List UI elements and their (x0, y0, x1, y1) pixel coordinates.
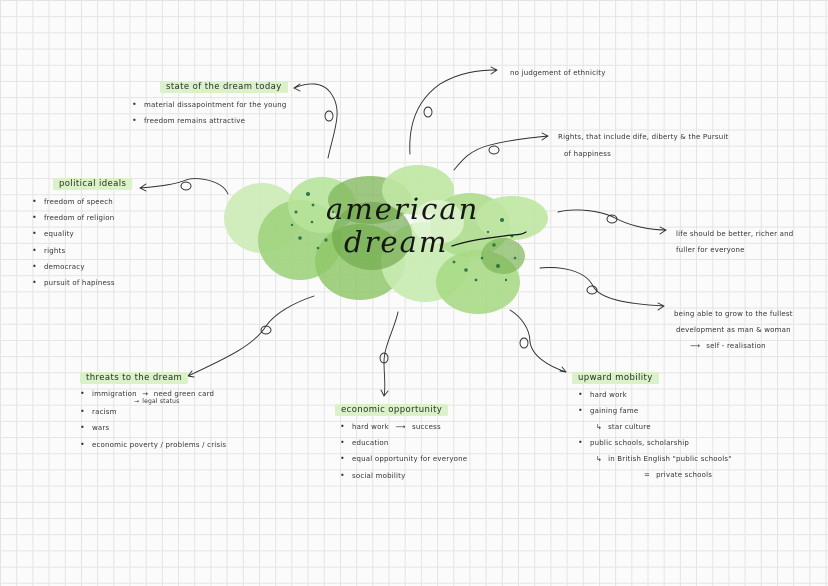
right-arrow-icon: → (142, 390, 149, 398)
grow-note-line1: being able to grow to the fullest (674, 310, 793, 318)
upward-mobility-list-2: public schools, scholarship (576, 435, 689, 451)
list-item: immigration → need green card (78, 388, 226, 404)
economic-opportunity-heading: economic opportunity (335, 404, 449, 416)
threats-heading: threats to the dream (80, 372, 189, 384)
upward-sub-british-text: in British English "public schools" (608, 455, 732, 463)
right-arrow-icon: → (134, 398, 140, 405)
upward-sub-star-culture-text: star culture (608, 423, 651, 431)
list-item: democracy (30, 259, 115, 275)
economic-success: success (412, 423, 441, 431)
economic-opportunity-list: hard work ⟶ success education equal oppo… (338, 419, 467, 484)
upward-mobility-heading: upward mobility (572, 372, 659, 384)
upward-mobility-list: hard work gaining fame (576, 387, 638, 420)
connector-arrows (139, 66, 667, 397)
threat-green-card: need green card (153, 390, 215, 398)
threat-immigration: immigration (92, 390, 137, 398)
political-ideals-heading: political ideals (53, 178, 133, 190)
list-item: rights (30, 243, 115, 259)
upward-sub-private-text: private schools (656, 471, 713, 479)
list-item: wars (78, 420, 226, 436)
grow-note-line3-text: self - realisation (706, 342, 766, 350)
list-item: gaining fame (576, 403, 638, 419)
right-arrow-icon: ⟶ (690, 342, 701, 350)
list-item: material dissapointment for the young (130, 97, 287, 113)
state-of-dream-heading: state of the dream today (160, 81, 288, 93)
list-item: hard work ⟶ success (338, 419, 467, 435)
list-item: pursuit of hapiness (30, 275, 115, 291)
right-arrow-icon: ⟶ (395, 423, 406, 431)
life-note-line1: life should be better, richer and (676, 230, 794, 238)
list-item: hard work (576, 387, 638, 403)
threat-legal-status-text: legal status (142, 398, 180, 405)
grow-note-line2: development as man & woman (676, 326, 791, 334)
list-item: equality (30, 226, 115, 242)
corner-arrow-icon: ↳ (596, 455, 603, 463)
equals-icon: = (644, 471, 651, 479)
list-item: social mobility (338, 468, 467, 484)
list-item: freedom remains attractive (130, 113, 287, 129)
center-title-line2: dream (344, 225, 449, 259)
list-item: equal opportunity for everyone (338, 451, 467, 467)
title-swash (451, 231, 527, 247)
upward-sub-private: = private schools (644, 471, 712, 479)
list-item: public schools, scholarship (576, 435, 689, 451)
center-title-line1: american (326, 192, 480, 226)
rights-note-line2: of happiness (564, 150, 611, 158)
corner-arrow-icon: ↳ (596, 423, 603, 431)
list-item: education (338, 435, 467, 451)
economic-hard-work: hard work (352, 423, 389, 431)
state-of-dream-list: material dissapointment for the young fr… (130, 97, 287, 130)
political-ideals-list: freedom of speech freedom of religion eq… (30, 194, 115, 291)
threat-legal-status: →legal status (134, 398, 180, 405)
list-item: economic poverty / problems / crisis (78, 437, 226, 453)
rights-note-line1: Rights, that include dife, diberty & the… (558, 133, 729, 141)
upward-sub-british: ↳ in British English "public schools" (596, 455, 732, 463)
life-note-line2: fuller for everyone (676, 246, 745, 254)
threats-list: immigration → need green card racism war… (78, 388, 226, 453)
ethnicity-note: no judgement of ethnicity (510, 69, 606, 77)
upward-sub-star-culture: ↳ star culture (596, 423, 651, 431)
list-item: racism (78, 404, 226, 420)
list-item: freedom of speech (30, 194, 115, 210)
list-item: freedom of religion (30, 210, 115, 226)
grow-note-line3: ⟶ self - realisation (690, 342, 766, 350)
center-blob (224, 165, 548, 314)
